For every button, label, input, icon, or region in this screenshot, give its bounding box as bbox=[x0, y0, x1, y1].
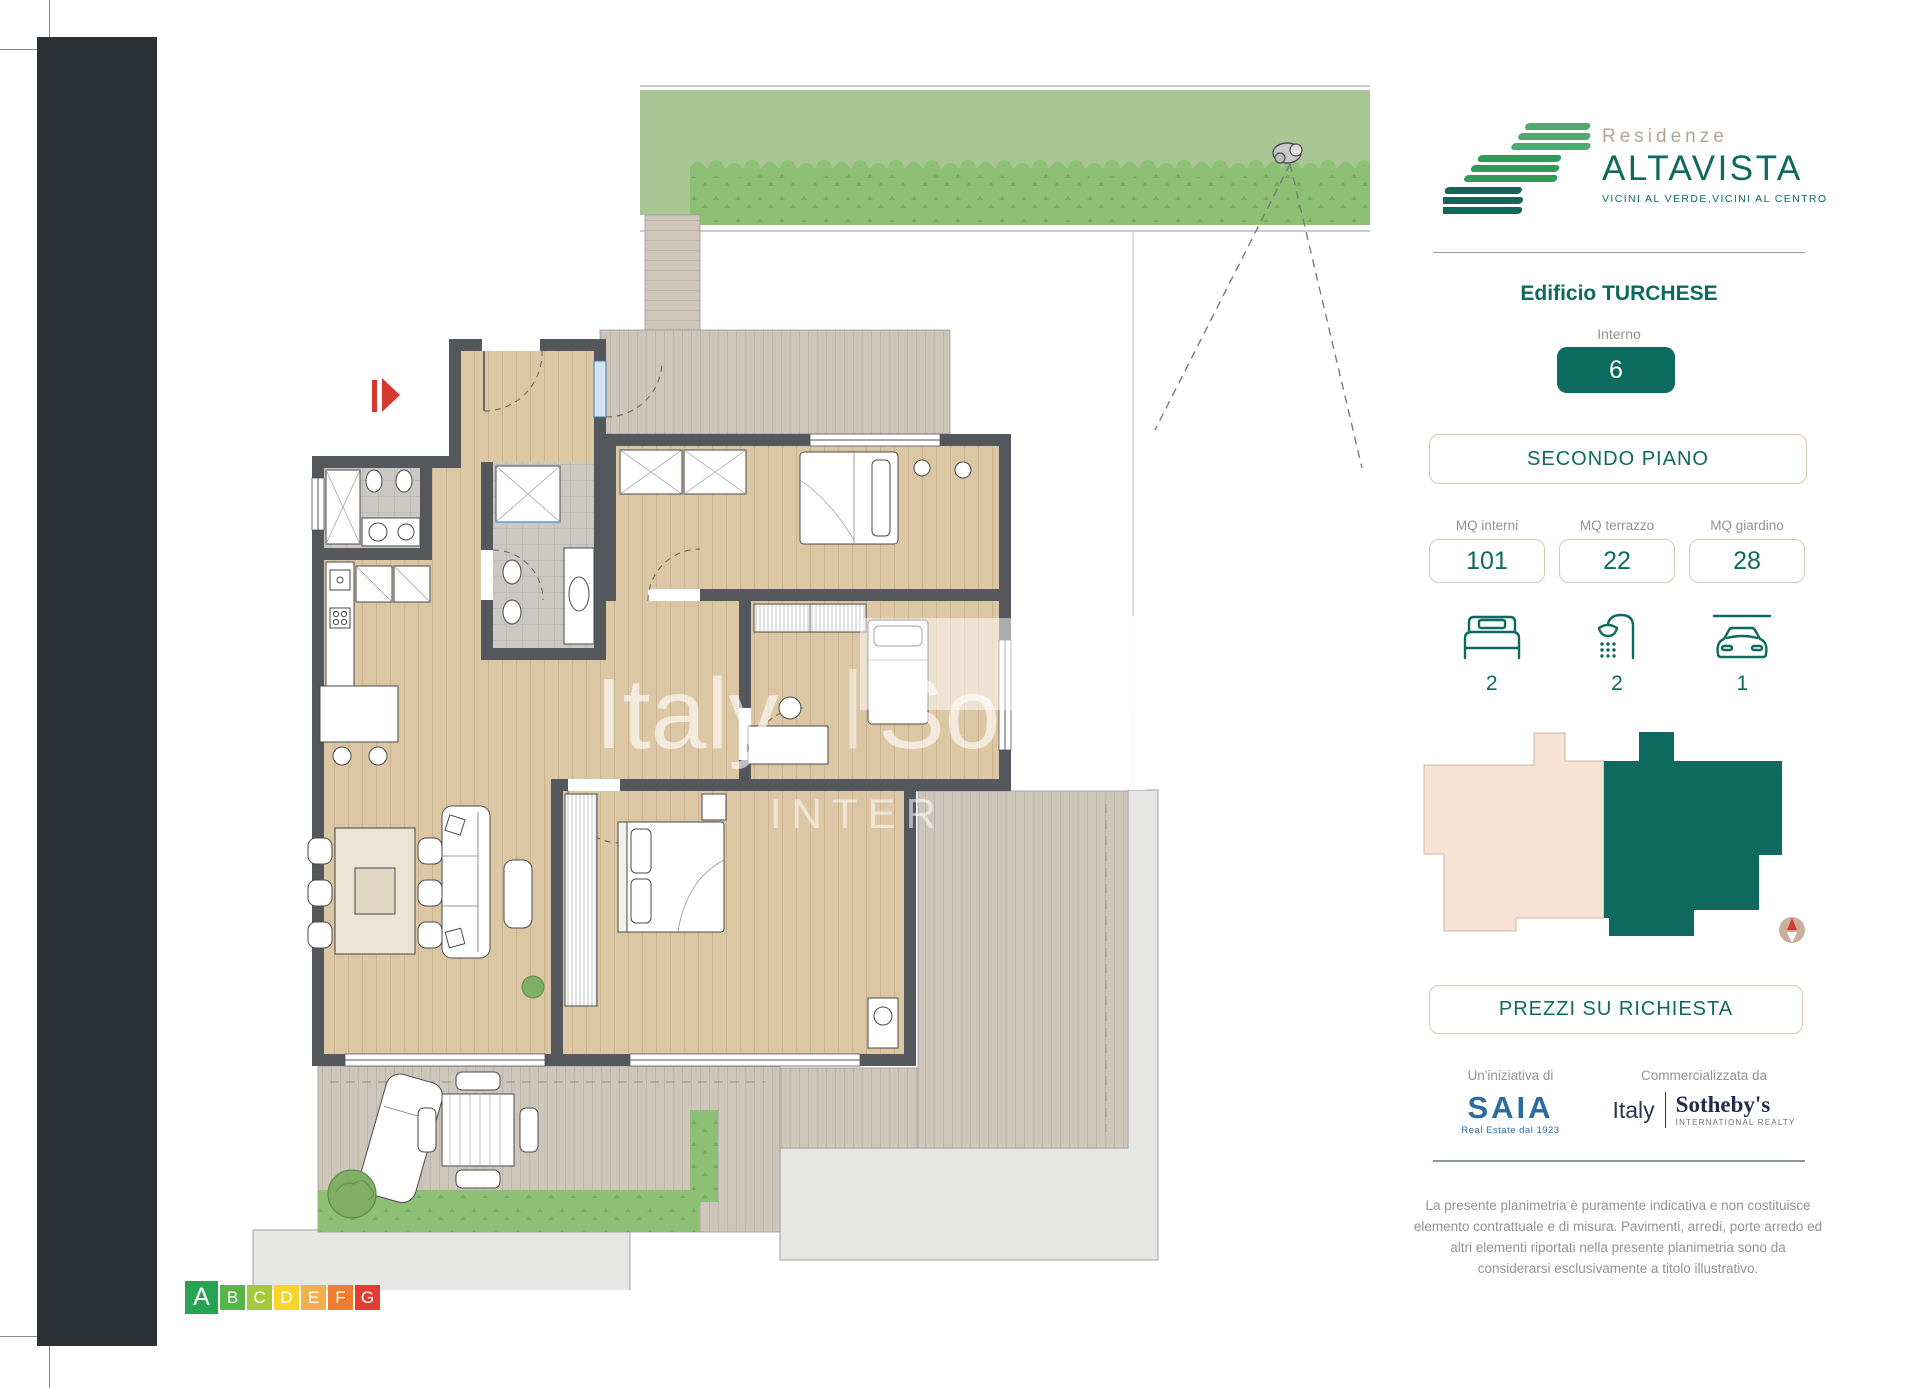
energy-rating: A B C D E F G bbox=[185, 1281, 380, 1314]
feature-parking: 1 bbox=[1680, 608, 1805, 696]
price-button[interactable]: PREZZI SU RICHIESTA bbox=[1429, 985, 1803, 1034]
interno-badge: 6 bbox=[1557, 347, 1675, 393]
feature-bathrooms: 2 bbox=[1554, 608, 1679, 696]
shower-icon bbox=[1597, 613, 1635, 660]
sothebys-logo: Italy Sotheby's INTERNATIONAL REALTY bbox=[1612, 1092, 1795, 1128]
logo-divider bbox=[1664, 1092, 1666, 1128]
crop-mark bbox=[49, 0, 50, 38]
footprint-other bbox=[1423, 732, 1605, 932]
sothebys-name: Sotheby's bbox=[1675, 1092, 1771, 1117]
disclaimer-line: considerarsi esclusivamente a titolo ill… bbox=[1477, 1260, 1759, 1276]
disclaimer-line: altri elementi riportati nella presente … bbox=[1450, 1239, 1786, 1255]
divider bbox=[1433, 1160, 1805, 1162]
stat-label: MQ giardino bbox=[1710, 518, 1784, 533]
brand-block: Residenze ALTAVISTA VICINI AL VERDE,VICI… bbox=[1602, 126, 1842, 205]
saia-logo: SAIA bbox=[1467, 1090, 1554, 1125]
marketing-label: Commercializzata da bbox=[1640, 1068, 1768, 1083]
svg-text:|: | bbox=[842, 654, 864, 748]
doors bbox=[481, 339, 804, 844]
building-title: Edificio TURCHESE bbox=[1520, 282, 1718, 305]
crop-mark bbox=[49, 1346, 50, 1388]
watermark: Italy | So INTER bbox=[595, 616, 1148, 837]
disclaimer-line: La presente planimetria è puramente indi… bbox=[1425, 1198, 1811, 1213]
compass-icon bbox=[1779, 917, 1805, 943]
crop-mark bbox=[0, 1336, 40, 1337]
energy-class-b: B bbox=[220, 1285, 245, 1310]
brand-tagline: VICINI AL VERDE,VICINI AL CENTRO bbox=[1602, 193, 1828, 205]
floor-button[interactable]: SECONDO PIANO bbox=[1429, 434, 1807, 484]
disclaimer-text: La presente planimetria è puramente indi… bbox=[1408, 1196, 1828, 1280]
feature-count: 1 bbox=[1736, 672, 1749, 695]
person-figure bbox=[1154, 142, 1363, 469]
energy-class-g: G bbox=[355, 1285, 380, 1310]
divider bbox=[1433, 252, 1805, 253]
initiative-label: Un'iniziativa di bbox=[1467, 1068, 1554, 1083]
energy-class-e: E bbox=[301, 1285, 326, 1310]
interno-label: Interno bbox=[1597, 326, 1641, 342]
energy-class-d: D bbox=[274, 1285, 299, 1310]
footprint-unit-highlight bbox=[1604, 732, 1782, 936]
walkway bbox=[644, 214, 701, 331]
stat-mq-interni: MQ interni 101 bbox=[1429, 518, 1545, 583]
sothebys-italy: Italy bbox=[1612, 1096, 1655, 1123]
stat-value: 22 bbox=[1559, 539, 1675, 583]
feature-count: 2 bbox=[1485, 672, 1498, 695]
plants bbox=[327, 975, 545, 1219]
brand-name: ALTAVISTA bbox=[1602, 149, 1803, 188]
feature-bedrooms: 2 bbox=[1429, 608, 1554, 696]
stat-label: MQ terrazzo bbox=[1579, 518, 1655, 533]
energy-class-c: C bbox=[247, 1285, 272, 1310]
energy-class-f: F bbox=[328, 1285, 353, 1310]
cover-strip bbox=[37, 37, 157, 1346]
stat-mq-giardino: MQ giardino 28 bbox=[1689, 518, 1805, 583]
stat-label: MQ interni bbox=[1455, 518, 1519, 533]
altavista-logo-icon bbox=[1443, 123, 1591, 214]
features-row: 2 2 1 bbox=[1429, 608, 1805, 696]
svg-text:Italy: Italy bbox=[595, 658, 778, 770]
crop-mark bbox=[0, 49, 40, 50]
stat-mq-terrazzo: MQ terrazzo 22 bbox=[1559, 518, 1675, 583]
energy-class-a: A bbox=[185, 1281, 218, 1314]
pavement bbox=[252, 789, 1159, 1290]
entrance-arrow-icon bbox=[372, 378, 400, 412]
sothebys-sub: INTERNATIONAL REALTY bbox=[1675, 1118, 1796, 1127]
stat-value: 101 bbox=[1429, 539, 1545, 583]
svg-text:INTER: INTER bbox=[770, 790, 946, 837]
saia-tagline: Real Estate dal 1923 bbox=[1461, 1125, 1560, 1136]
disclaimer-line: elemento contrattuale e di misura. Pavim… bbox=[1413, 1218, 1823, 1234]
marketing-block: Commercializzata da Italy Sotheby's INTE… bbox=[1598, 1068, 1810, 1128]
initiative-block: Un'iniziativa di SAIA Real Estate dal 19… bbox=[1433, 1068, 1588, 1136]
feature-count: 2 bbox=[1611, 672, 1623, 695]
entry-deck bbox=[599, 329, 951, 435]
brand-residenze: Residenze bbox=[1602, 126, 1728, 147]
bed-icon bbox=[1463, 615, 1520, 660]
floor-plan: Italy | So INTER bbox=[252, 85, 1370, 1290]
svg-text:So: So bbox=[878, 658, 1000, 770]
garden-strip bbox=[640, 85, 1370, 785]
building-footprint-map bbox=[1423, 732, 1805, 943]
stats-row: MQ interni 101 MQ terrazzo 22 MQ giardin… bbox=[1429, 518, 1805, 583]
car-icon bbox=[1713, 614, 1772, 659]
stat-value: 28 bbox=[1689, 539, 1805, 583]
